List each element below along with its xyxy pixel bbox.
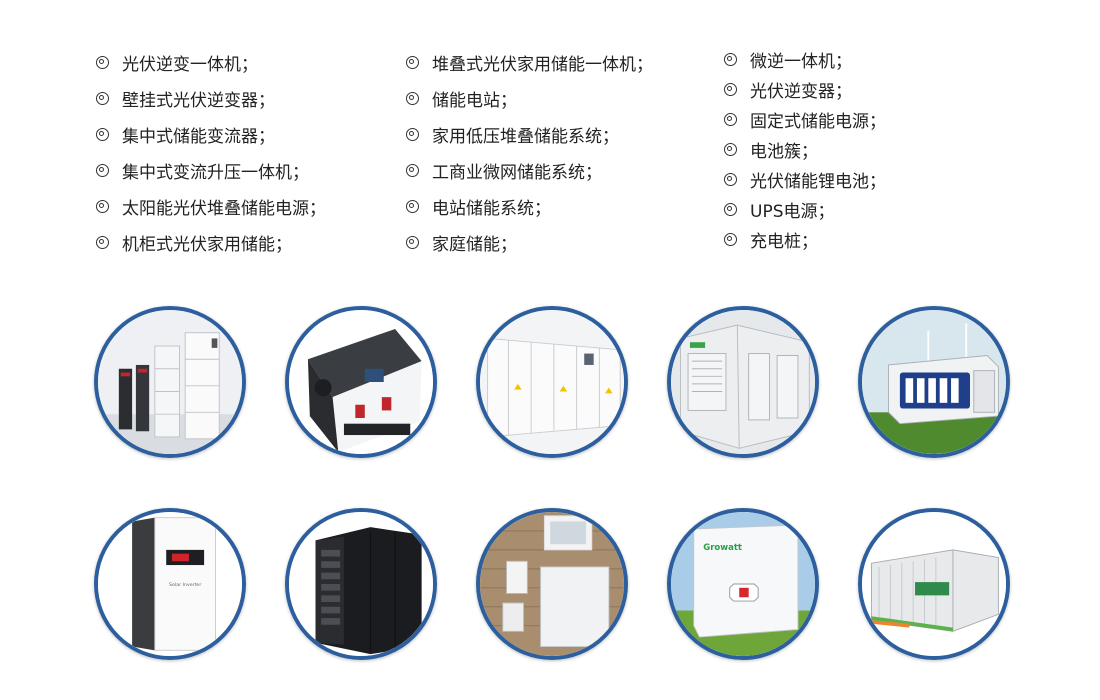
svg-text:Solar Inverter: Solar Inverter (169, 582, 201, 588)
list-item: 工商业微网储能系统； (406, 152, 653, 188)
list-item: 微逆一体机； (724, 44, 886, 74)
bullet-icon (724, 52, 737, 66)
home-storage-wall-photo (476, 508, 628, 660)
growatt-logo: Growatt (703, 543, 742, 553)
list-item: 电站储能系统； (406, 188, 653, 224)
list-item: 壁挂式光伏逆变器； (96, 80, 326, 116)
growatt-inverter-photo: Growatt (667, 508, 819, 660)
list-item: 集中式变流升压一体机； (96, 152, 326, 188)
bullet-icon (724, 202, 737, 216)
list-item: 光伏逆变一体机； (96, 44, 326, 80)
list-item: UPS电源； (724, 194, 886, 224)
list-item: 充电桩； (724, 224, 886, 254)
product-list-col-2: 堆叠式光伏家用储能一体机； 储能电站； 家用低压堆叠储能系统； 工商业微网储能系… (406, 44, 653, 260)
battery-container-field-photo (858, 306, 1010, 458)
list-item: 堆叠式光伏家用储能一体机； (406, 44, 653, 80)
bullet-icon (96, 199, 109, 213)
list-item: 家用低压堆叠储能系统； (406, 116, 653, 152)
bullet-icon (96, 55, 109, 69)
bullet-icon (406, 235, 419, 249)
bullet-icon (96, 163, 109, 177)
list-item: 家庭储能； (406, 224, 653, 260)
list-item: 太阳能光伏堆叠储能电源； (96, 188, 326, 224)
container-pcs-photo (667, 306, 819, 458)
bullet-icon (406, 127, 419, 141)
list-item: 集中式储能变流器； (96, 116, 326, 152)
bullet-icon (724, 142, 737, 156)
central-pcs-cabinet-photo (476, 306, 628, 458)
list-item: 固定式储能电源； (724, 104, 886, 134)
bullet-icon (724, 82, 737, 96)
off-grid-inverter-photo: Solar Inverter (94, 508, 246, 660)
energy-storage-container-photo (858, 508, 1010, 660)
battery-rack-cabinet-photo (285, 508, 437, 660)
bullet-icon (406, 163, 419, 177)
wall-inverter-product-photo (285, 306, 437, 458)
bullet-icon (724, 112, 737, 126)
stacked-battery-product-photo (94, 306, 246, 458)
bullet-icon (406, 199, 419, 213)
product-list-col-3: 微逆一体机； 光伏逆变器； 固定式储能电源； 电池簇； 光伏储能锂电池； UPS… (724, 44, 886, 254)
bullet-icon (96, 235, 109, 249)
bullet-icon (724, 232, 737, 246)
list-item: 光伏逆变器； (724, 74, 886, 104)
list-item: 机柜式光伏家用储能； (96, 224, 326, 260)
list-item: 电池簇； (724, 134, 886, 164)
bullet-icon (96, 127, 109, 141)
bullet-icon (406, 91, 419, 105)
product-list-col-1: 光伏逆变一体机； 壁挂式光伏逆变器； 集中式储能变流器； 集中式变流升压一体机；… (96, 44, 326, 260)
list-item: 储能电站； (406, 80, 653, 116)
bullet-icon (724, 172, 737, 186)
list-item: 光伏储能锂电池； (724, 164, 886, 194)
bullet-icon (406, 55, 419, 69)
bullet-icon (96, 91, 109, 105)
